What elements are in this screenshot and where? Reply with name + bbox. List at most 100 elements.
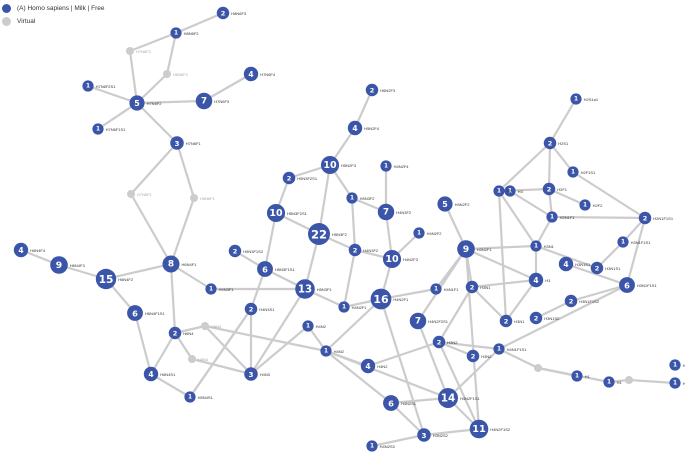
node-circle[interactable] (529, 311, 543, 325)
node-circle[interactable] (493, 185, 505, 197)
node-H7[interactable]: 1H7 (669, 377, 685, 389)
node-circle[interactable] (590, 261, 604, 275)
node-circle[interactable] (669, 359, 681, 371)
node-circle[interactable] (126, 47, 134, 55)
node-circle[interactable] (170, 136, 184, 150)
node-circle[interactable] (243, 66, 259, 82)
node-circle[interactable] (308, 223, 330, 245)
node-circle[interactable] (190, 194, 198, 202)
node-circle[interactable] (266, 203, 286, 223)
node-circle[interactable] (625, 376, 633, 384)
node-circle[interactable] (570, 93, 582, 105)
node-circle[interactable] (13, 242, 29, 258)
node-circle[interactable] (188, 355, 196, 363)
node-circle[interactable] (205, 283, 217, 295)
node-circle[interactable] (370, 288, 392, 310)
node-circle[interactable] (377, 203, 395, 221)
node-circle[interactable] (302, 320, 314, 332)
node-circle[interactable] (82, 80, 94, 92)
node-circle[interactable] (162, 255, 180, 273)
node-circle[interactable] (348, 243, 362, 257)
node-circle[interactable] (543, 136, 557, 150)
legend-item-homo-sapiens[interactable]: (A) Homo sapiens | Milk | Free (2, 2, 105, 15)
node-circle[interactable] (282, 171, 296, 185)
node-circle[interactable] (366, 440, 378, 452)
node-circle[interactable] (457, 240, 475, 258)
node-circle[interactable] (127, 305, 143, 321)
node-circle[interactable] (417, 428, 431, 442)
node-circle[interactable] (603, 376, 615, 388)
node-circle[interactable] (546, 211, 558, 223)
node-circle[interactable] (430, 283, 442, 295)
node-circle[interactable] (338, 301, 350, 313)
node-circle[interactable] (567, 166, 579, 178)
node-circle[interactable] (638, 211, 652, 225)
legend-item-virtual[interactable]: Virtual (2, 15, 105, 28)
node-circle[interactable] (360, 358, 376, 374)
node-circle[interactable] (466, 349, 480, 363)
node-H7N6F1b[interactable]: H7N6F1 (127, 190, 153, 198)
node-circle[interactable] (499, 314, 513, 328)
node-circle[interactable] (163, 70, 171, 78)
node-circle[interactable] (528, 272, 544, 288)
node-circle[interactable] (558, 256, 574, 272)
node-circle[interactable] (469, 419, 489, 439)
node-circle[interactable] (346, 192, 358, 204)
node-circle[interactable] (201, 322, 209, 330)
node-circle[interactable] (579, 199, 591, 211)
node-H6N6F1[interactable]: H6N6F1 (190, 194, 216, 202)
node-circle[interactable] (95, 268, 117, 290)
node-H3[interactable] (534, 364, 542, 372)
node-circle[interactable] (295, 279, 315, 299)
node-circle[interactable] (347, 120, 363, 136)
node-circle[interactable] (92, 123, 104, 135)
node-H6N6F2[interactable]: H6N6F2 (163, 70, 189, 78)
node-circle[interactable] (244, 367, 258, 381)
node-circle[interactable] (438, 388, 458, 408)
node-circle[interactable] (216, 6, 230, 20)
